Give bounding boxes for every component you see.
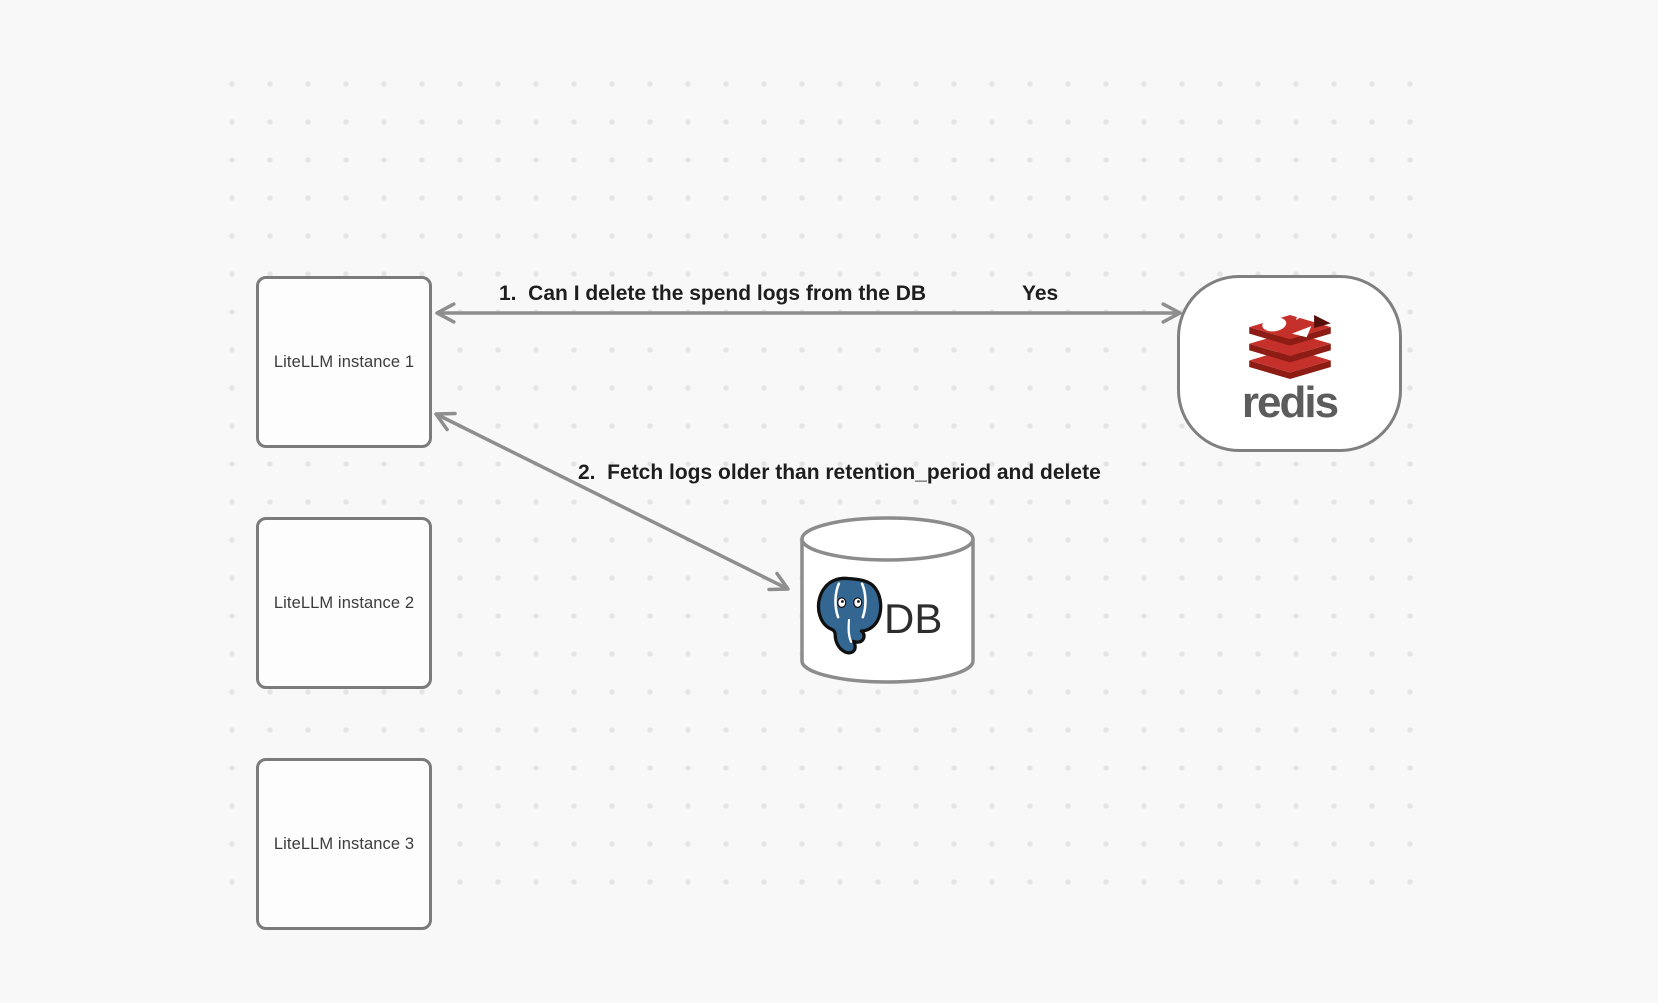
node-litellm-instance-1-label: LiteLLM instance 1	[273, 352, 415, 371]
node-db[interactable]	[798, 513, 977, 689]
node-litellm-instance-3-label: LiteLLM instance 3	[273, 834, 415, 853]
edge-2-label: 2. Fetch logs older than retention_perio…	[578, 461, 1101, 484]
edge-1-response-label: Yes	[1022, 282, 1059, 305]
node-litellm-instance-2[interactable]: LiteLLM instance 2	[256, 517, 432, 689]
redis-logo-icon	[1248, 302, 1331, 379]
node-litellm-instance-1[interactable]: LiteLLM instance 1	[256, 276, 432, 448]
node-litellm-instance-3[interactable]: LiteLLM instance 3	[256, 758, 432, 930]
edge-1-label: 1. Can I delete the spend logs from the …	[499, 282, 927, 305]
node-redis[interactable]: redis	[1177, 275, 1402, 452]
node-litellm-instance-2-label: LiteLLM instance 2	[273, 593, 415, 612]
postgresql-elephant-logo-icon	[816, 576, 883, 655]
redis-wordmark: redis	[1241, 377, 1339, 427]
db-label: DB	[884, 595, 943, 642]
